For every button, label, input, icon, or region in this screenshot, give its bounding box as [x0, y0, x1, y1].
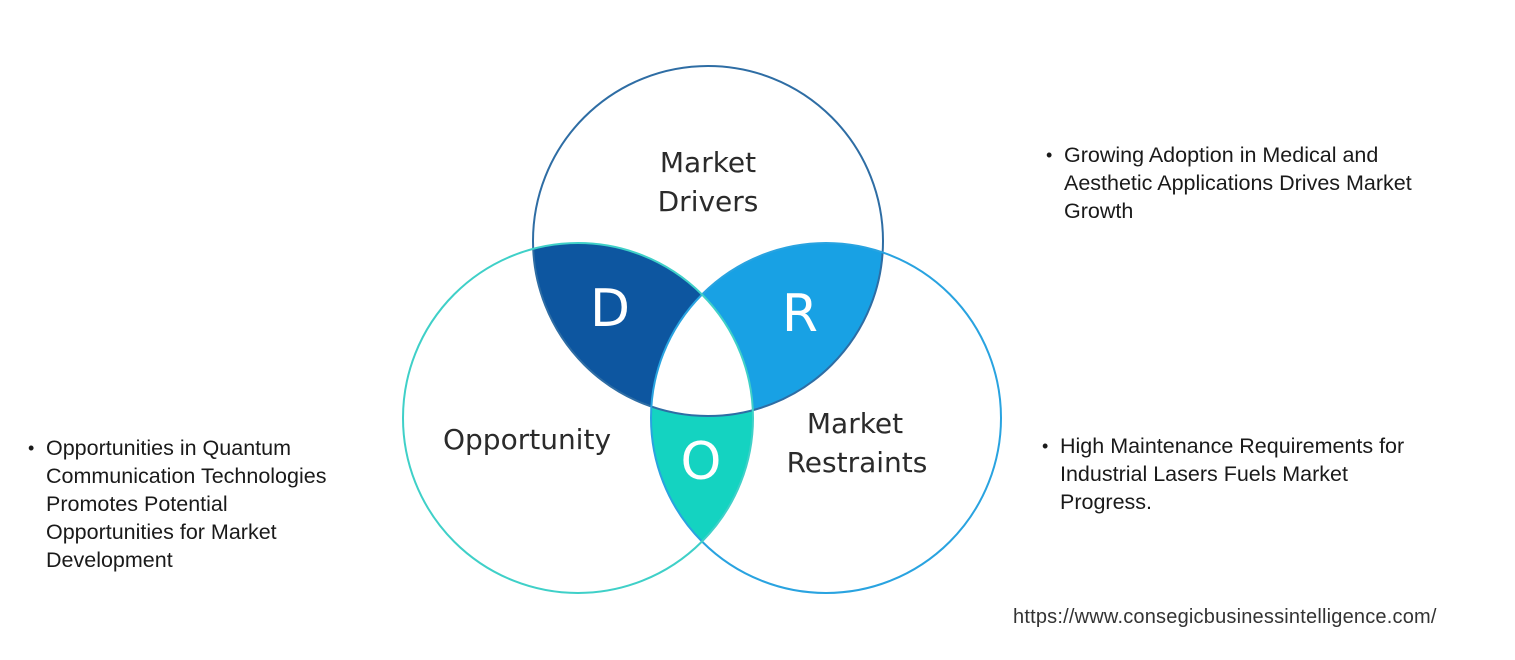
opportunity-bullet-line: Opportunities for Market	[46, 520, 277, 544]
drivers-label-line2: Drivers	[658, 185, 759, 218]
opportunity-bullet-text: Opportunities in Quantum Communication T…	[46, 434, 388, 574]
drivers-bullet-line: Aesthetic Applications Drives Market	[1064, 171, 1412, 195]
d-overlap-region	[533, 243, 753, 416]
restraints-bullet-line: High Maintenance Requirements for	[1060, 434, 1405, 458]
bullet-dot-icon: •	[1046, 145, 1053, 165]
bullet-dot-icon: •	[28, 438, 35, 458]
opportunity-bullet-item: • Opportunities in Quantum Communication…	[28, 434, 388, 574]
r-letter: R	[782, 284, 818, 344]
opportunity-circle	[402, 242, 754, 594]
restraints-bullet-item: • High Maintenance Requirements for Indu…	[1042, 432, 1492, 516]
opportunity-label: Opportunity	[443, 423, 611, 456]
restraints-circle	[650, 242, 1002, 594]
drivers-bullet-text: Growing Adoption in Medical and Aestheti…	[1064, 141, 1496, 225]
restraints-label-line1: Market	[807, 407, 903, 440]
bullet-dot-icon: •	[1042, 436, 1049, 456]
d-letter: D	[590, 279, 630, 339]
r-overlap-region	[651, 243, 883, 416]
drivers-bullet-line: Growing Adoption in Medical and	[1064, 143, 1379, 167]
source-url: https://www.consegicbusinessintelligence…	[1013, 606, 1437, 628]
restraints-bullet-line: Industrial Lasers Fuels Market	[1060, 462, 1348, 486]
restraints-label-line2: Restraints	[787, 446, 928, 479]
drivers-bullet-item: • Growing Adoption in Medical and Aesthe…	[1046, 141, 1496, 225]
opportunity-bullet-line: Communication Technologies	[46, 464, 327, 488]
opportunity-bullet-line: Promotes Potential	[46, 492, 228, 516]
opportunity-bullet-line: Development	[46, 548, 173, 572]
drivers-label-line1: Market	[660, 146, 756, 179]
drivers-bullet-line: Growth	[1064, 199, 1134, 223]
opportunity-bullet-line: Opportunities in Quantum	[46, 436, 291, 460]
restraints-bullet-line: Progress.	[1060, 490, 1153, 514]
o-letter: O	[681, 432, 722, 492]
restraints-bullet-text: High Maintenance Requirements for Indust…	[1060, 432, 1492, 516]
drivers-circle	[532, 65, 884, 417]
